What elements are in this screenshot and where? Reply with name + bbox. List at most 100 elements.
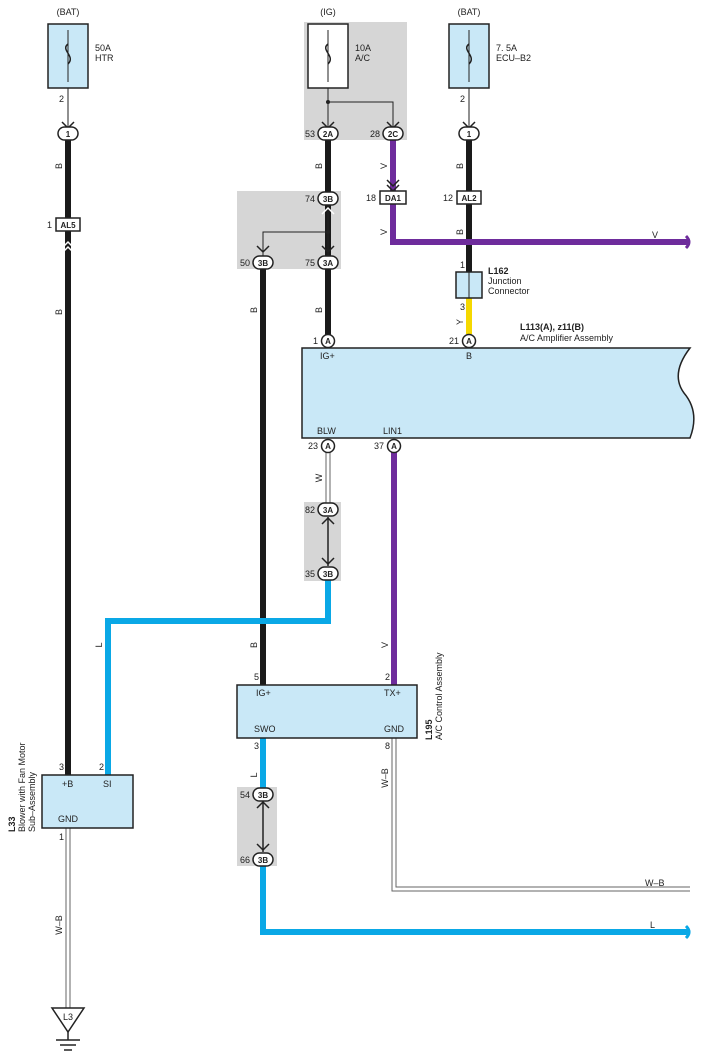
svg-text:A: A [391,442,397,451]
svg-text:1: 1 [47,220,52,230]
svg-text:ECU–B2: ECU–B2 [496,53,531,63]
svg-text:A: A [325,442,331,451]
svg-text:W: W [314,473,324,482]
svg-text:3B: 3B [258,791,268,800]
wire-l-si [105,580,331,775]
svg-text:21: 21 [449,336,459,346]
svg-text:A/C Amplifier Assembly: A/C Amplifier Assembly [520,333,614,343]
connector-3b-swo-bottom: 3B [252,852,274,867]
svg-text:10A: 10A [355,43,371,53]
svg-text:A/C Control Assembly: A/C Control Assembly [434,652,444,740]
svg-text:5: 5 [254,672,259,682]
svg-text:GND: GND [58,814,79,824]
svg-text:Y: Y [455,319,465,325]
wire-v-ac [390,140,690,245]
blower-fan-motor [41,774,134,829]
fuse-ac [307,23,349,89]
svg-text:SWO: SWO [254,724,276,734]
svg-text:1: 1 [313,336,318,346]
svg-text:A/C: A/C [355,53,371,63]
svg-text:28: 28 [370,129,380,139]
svg-text:W–B: W–B [645,878,665,888]
svg-text:3B: 3B [323,570,333,579]
fuse-ecu-b2 [448,23,490,89]
svg-text:B: B [249,642,259,648]
svg-text:L: L [94,642,104,647]
svg-text:18: 18 [366,193,376,203]
svg-text:1: 1 [66,130,71,139]
svg-text:2C: 2C [388,130,398,139]
svg-text:B: B [455,163,465,169]
svg-text:V: V [379,229,389,235]
connector-3a-blw: 3A [317,502,339,517]
svg-text:B: B [249,307,259,313]
svg-text:W–B: W–B [380,768,390,788]
svg-text:1: 1 [59,832,64,842]
svg-text:35: 35 [305,569,315,579]
svg-text:37: 37 [374,441,384,451]
connector-a21: A [461,333,477,349]
svg-text:50: 50 [240,258,250,268]
svg-text:75: 75 [305,258,315,268]
svg-text:7. 5A: 7. 5A [496,43,517,53]
svg-text:3: 3 [59,762,64,772]
svg-text:3A: 3A [323,259,333,268]
svg-text:12: 12 [443,193,453,203]
svg-text:2: 2 [59,94,64,104]
control-id: L195 [424,719,434,740]
svg-text:66: 66 [240,855,250,865]
svg-text:82: 82 [305,505,315,515]
bat-label-2: (BAT) [458,7,481,17]
svg-text:3B: 3B [258,856,268,865]
svg-text:IG+: IG+ [256,688,271,698]
svg-text:Connector: Connector [488,286,530,296]
svg-text:TX+: TX+ [384,688,401,698]
svg-text:3B: 3B [323,195,333,204]
svg-text:2: 2 [460,94,465,104]
svg-text:50A: 50A [95,43,111,53]
ground-symbol [50,1007,86,1051]
connector-1-ecu: 1 [458,126,480,141]
svg-text:2: 2 [385,672,390,682]
svg-text:3: 3 [254,741,259,751]
svg-text:DA1: DA1 [385,194,402,203]
connector-2a: 2A [317,126,339,141]
svg-text:2: 2 [99,762,104,772]
svg-text:3A: 3A [323,506,333,515]
wire-l-out [260,866,690,935]
wire-wb-outline [391,738,690,892]
svg-text:+B: +B [62,779,73,789]
svg-text:3: 3 [460,302,465,312]
connector-da1: DA1 [379,190,407,205]
svg-text:A: A [325,337,331,346]
svg-text:L: L [249,772,259,777]
svg-text:53: 53 [305,129,315,139]
ac-amplifier-assembly [301,347,695,439]
svg-text:B: B [54,309,64,315]
svg-text:54: 54 [240,790,250,800]
connector-3a: 3A [317,255,339,270]
connector-3b-top: 3B [317,191,339,206]
ac-control-assembly [236,684,418,739]
svg-text:Blower with Fan Motor: Blower with Fan Motor [17,742,27,832]
svg-text:L3: L3 [63,1012,73,1022]
svg-text:LIN1: LIN1 [383,426,402,436]
amplifier-id: L113(A), z11(B) [520,322,584,332]
svg-text:Junction: Junction [488,276,522,286]
svg-text:74: 74 [305,194,315,204]
junction-id: L162 [488,266,509,276]
svg-text:AL2: AL2 [461,194,477,203]
svg-text:B: B [314,163,324,169]
ig-label: (IG) [320,7,336,17]
connector-1-htr: 1 [57,126,79,141]
svg-text:V: V [652,230,658,240]
connector-al5: AL5 [55,217,81,232]
svg-text:W–B: W–B [54,915,64,935]
svg-text:V: V [380,642,390,648]
connector-3b-blw: 3B [317,566,339,581]
svg-text:23: 23 [308,441,318,451]
connector-al2: AL2 [456,190,482,205]
connector-a37: A [386,438,402,454]
junction-connector-l162 [455,271,483,299]
